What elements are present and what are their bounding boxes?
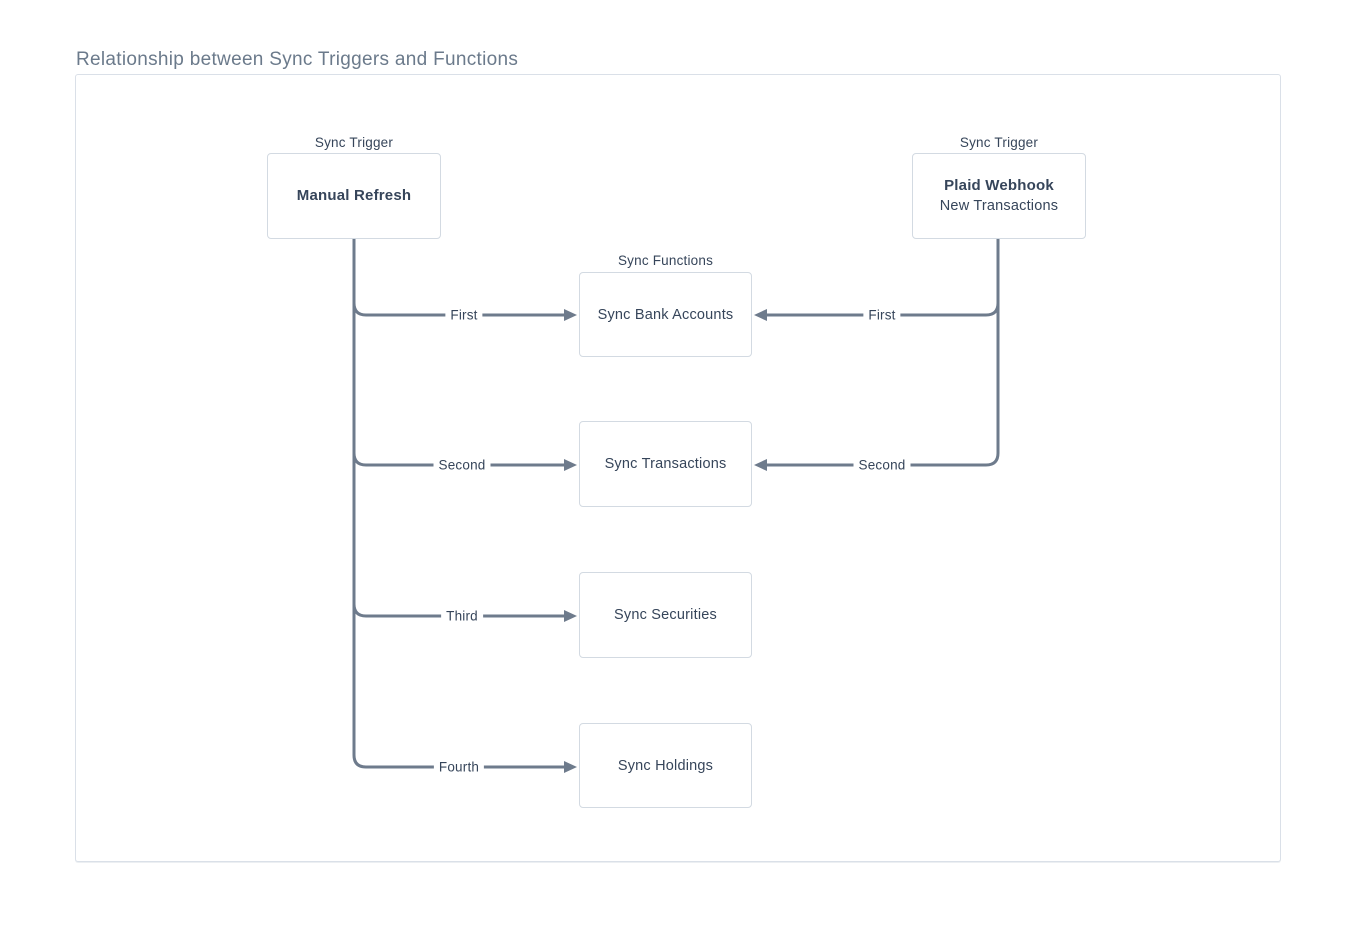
node-sync-transactions-label: Sync Transactions bbox=[604, 456, 727, 472]
node-manual-refresh-title: Manual Refresh bbox=[296, 187, 412, 205]
node-plaid-webhook-title: Plaid Webhook bbox=[944, 176, 1054, 194]
node-sync-securities-label: Sync Securities bbox=[614, 607, 717, 623]
edge-label-webhook-second: Second bbox=[853, 456, 911, 474]
node-sync-bank-accounts-label: Sync Bank Accounts bbox=[597, 306, 734, 323]
node-sync-holdings-label: Sync Holdings bbox=[617, 757, 714, 774]
node-sync-holdings: Sync Holdings bbox=[579, 723, 752, 808]
node-plaid-webhook: Plaid Webhook New Transactions bbox=[912, 153, 1086, 239]
edge-label-manual-first: First bbox=[445, 306, 483, 324]
node-manual-refresh: Manual Refresh bbox=[267, 153, 441, 239]
sync-trigger-label-right: Sync Trigger bbox=[959, 135, 1039, 150]
edge-label-manual-fourth: Fourth bbox=[433, 758, 485, 776]
node-sync-bank-accounts: Sync Bank Accounts bbox=[579, 272, 752, 357]
sync-trigger-label-left: Sync Trigger bbox=[314, 135, 394, 150]
sync-functions-label: Sync Functions bbox=[617, 253, 714, 268]
node-plaid-webhook-subtitle: New Transactions bbox=[939, 198, 1059, 215]
edge-label-webhook-first: First bbox=[863, 306, 901, 324]
edge-label-manual-second: Second bbox=[433, 456, 491, 474]
node-sync-transactions: Sync Transactions bbox=[579, 421, 752, 507]
node-sync-securities: Sync Securities bbox=[579, 572, 752, 658]
edge-label-manual-third: Third bbox=[441, 607, 483, 625]
page-title: Relationship between Sync Triggers and F… bbox=[76, 49, 519, 70]
